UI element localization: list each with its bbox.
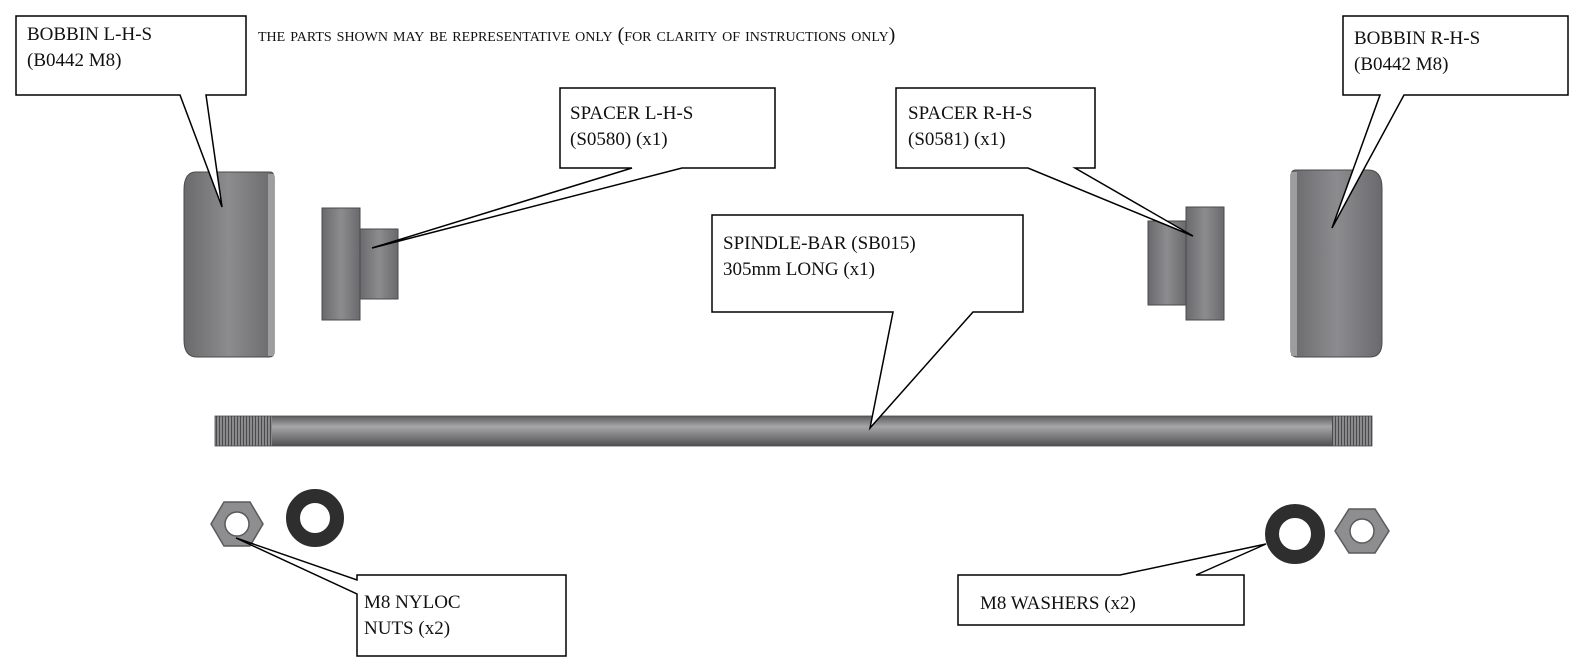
label-spacer-left: SPACER L-H-S (S0580) (x1) xyxy=(570,101,693,153)
bobbin-left xyxy=(183,171,275,358)
label-bobbin-left-line2: (B0442 M8) xyxy=(27,50,122,71)
spindle-bar xyxy=(214,415,1373,447)
washer-right xyxy=(1265,504,1325,564)
spacer-left xyxy=(321,207,399,321)
nyloc-nut-left xyxy=(210,501,264,547)
callout-box-bobbin-left xyxy=(15,15,247,208)
disclaimer-title: THE PARTS SHOWN MAY BE REPRESENTATIVE ON… xyxy=(258,24,896,46)
label-nyloc-nuts-line2: NUTS (x2) xyxy=(364,618,451,639)
label-spacer-left-line1: SPACER L-H-S xyxy=(570,103,694,124)
nyloc-nut-right xyxy=(1334,508,1390,554)
callout-box-nyloc-nuts xyxy=(235,537,567,657)
label-bobbin-left: BOBBIN L-H-S (B0442 M8) xyxy=(27,22,152,74)
callout-box-bobbin-right xyxy=(1331,15,1569,229)
callout-box-spacer-left xyxy=(371,87,776,249)
label-washers-line1: M8 WASHERS (x2) xyxy=(980,593,1136,614)
label-spacer-right: SPACER R-H-S (S0581) (x1) xyxy=(908,101,1032,153)
label-spindle-bar-line1: SPINDLE-BAR (SB015) xyxy=(723,233,916,254)
label-bobbin-right-line1: BOBBIN R-H-S xyxy=(1354,28,1481,49)
label-washers: M8 WASHERS (x2) xyxy=(980,591,1136,617)
label-bobbin-right-line2: (B0442 M8) xyxy=(1354,54,1449,75)
label-bobbin-right: BOBBIN R-H-S (B0442 M8) xyxy=(1354,26,1480,78)
washer-left xyxy=(286,489,344,547)
callout-box-washers xyxy=(957,543,1267,626)
label-spindle-bar: SPINDLE-BAR (SB015) 305mm LONG (x1) xyxy=(723,231,916,283)
label-spacer-right-line1: SPACER R-H-S xyxy=(908,103,1033,124)
label-spindle-bar-line2: 305mm LONG (x1) xyxy=(723,259,875,280)
callout-box-spindle-bar xyxy=(711,214,1024,431)
spacer-right xyxy=(1147,206,1225,321)
label-nyloc-nuts: M8 NYLOC NUTS (x2) xyxy=(364,590,461,642)
bobbin-right xyxy=(1290,169,1383,358)
label-spacer-left-line2: (S0580) (x1) xyxy=(570,129,668,150)
label-nyloc-nuts-line1: M8 NYLOC xyxy=(364,592,461,613)
label-bobbin-left-line1: BOBBIN L-H-S xyxy=(27,24,153,45)
callout-box-spacer-right xyxy=(895,87,1194,237)
label-spacer-right-line2: (S0581) (x1) xyxy=(908,129,1006,150)
